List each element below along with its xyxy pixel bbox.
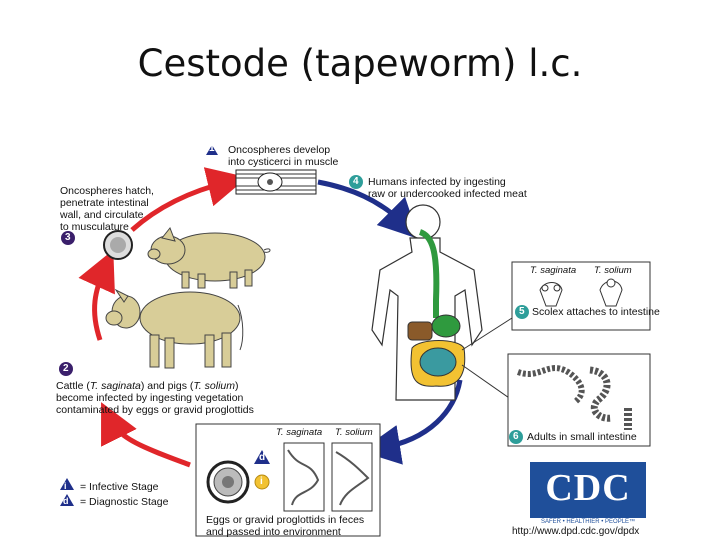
legend-infective-icon <box>60 478 74 490</box>
arrow-egg-to-cattle <box>101 402 191 468</box>
legend-diagnostic-label: = Diagnostic Stage <box>80 496 169 508</box>
infective-marker-letter: i <box>260 476 263 487</box>
adult-worms-panel <box>507 353 651 447</box>
legend-infective-letter: i <box>64 481 67 491</box>
proglottid-solium-label: T. solium <box>335 427 373 438</box>
badge-3-number: 3 <box>65 232 71 243</box>
badge-5-icon <box>515 305 529 319</box>
badge-6-number: 6 <box>513 431 519 442</box>
arrow-cattle-to-hatch <box>78 249 115 341</box>
muscle-cysticerci-illustration <box>235 169 317 195</box>
scolex-panel <box>511 261 651 331</box>
cdc-tagline: SAFER • HEALTHIER • PEOPLE™ <box>540 519 636 525</box>
badge-5-number: 5 <box>519 306 525 317</box>
badge-2-icon <box>59 362 73 376</box>
diagnostic-marker-icon <box>254 450 270 464</box>
badge-4-number: 4 <box>353 176 359 187</box>
arrow-hatch-to-muscle <box>130 167 248 232</box>
cdc-url: http://www.dpd.cdc.gov/dpdx <box>512 526 640 537</box>
proglottid-saginata-label: T. saginata <box>276 427 323 438</box>
badge-3-icon <box>61 231 75 245</box>
diagnostic-marker-letter: d <box>259 452 266 463</box>
badge-1-number: 1 <box>209 143 215 154</box>
step-6-label: Adults in small intestine <box>527 431 637 443</box>
slide-title: Cestode (tapeworm) l.c. <box>137 42 583 85</box>
legend-diagnostic-letter: d <box>63 496 69 506</box>
cdc-logo <box>530 462 646 518</box>
oncosphere-illustration <box>103 230 133 260</box>
digestive-tract-illustration <box>407 229 466 387</box>
cow-illustration <box>105 288 244 369</box>
legend-infective-label: = Infective Stage <box>80 481 159 493</box>
arrow-muscle-to-human <box>317 179 420 240</box>
pig-illustration <box>147 227 271 289</box>
badge-2-number: 2 <box>63 363 69 374</box>
cdc-logo-text: CDC <box>545 467 631 509</box>
scolex-solium-label: T. solium <box>594 265 632 276</box>
eggs-panel <box>195 423 381 537</box>
arrow-human-to-eggs <box>360 379 463 465</box>
step-2-label: Cattle (T. saginata) and pigs (T. solium… <box>56 380 254 416</box>
step-5-label: Scolex attaches to intestine <box>532 306 660 318</box>
scolex-saginata-label: T. saginata <box>530 265 577 276</box>
badge-1-icon <box>206 145 218 155</box>
infective-marker-icon <box>254 474 270 490</box>
badge-6-icon <box>509 430 523 444</box>
legend-diagnostic-icon <box>60 494 74 506</box>
badge-4-icon <box>349 175 363 189</box>
